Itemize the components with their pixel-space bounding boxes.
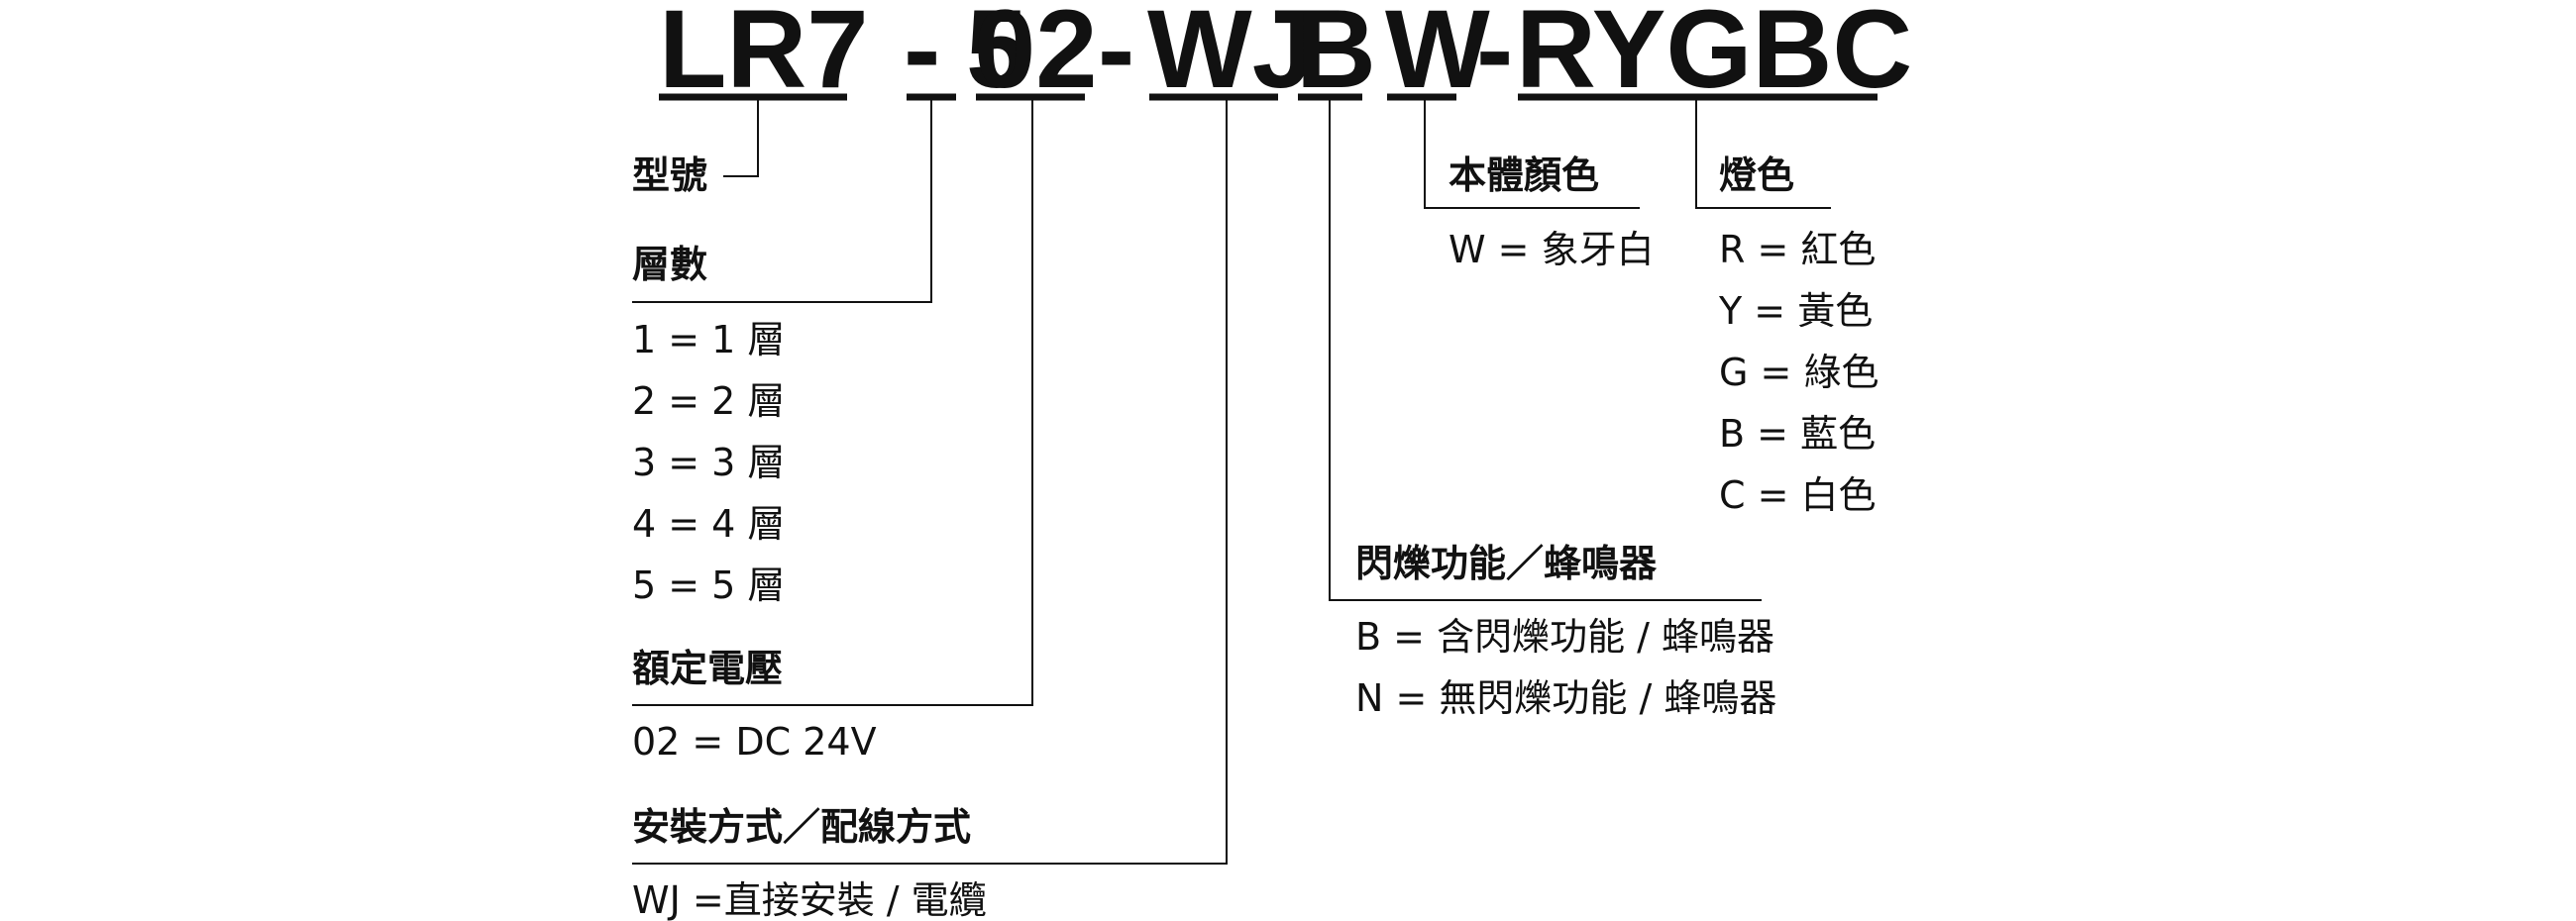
tiers-option: 3 = 3 層 xyxy=(632,441,785,484)
tiers-title: 層數 xyxy=(632,243,707,286)
voltage-option: 02 = DC 24V xyxy=(632,720,877,764)
flash-option: N = 無閃爍功能 / 蜂鳴器 xyxy=(1355,676,1776,720)
lamp-color-option: B = 藍色 xyxy=(1719,412,1876,456)
body-color-title: 本體顏色 xyxy=(1449,154,1599,197)
body-color-option: W = 象牙白 xyxy=(1449,228,1655,271)
tiers-option: 2 = 2 層 xyxy=(632,379,785,423)
flash-option: B = 含閃爍功能 / 蜂鳴器 xyxy=(1355,615,1774,659)
code-separator: - xyxy=(1476,0,1513,111)
voltage-title: 額定電壓 xyxy=(632,647,783,690)
code-separator: - xyxy=(904,0,940,111)
connector-model xyxy=(723,97,759,177)
lamp-color-title: 燈色 xyxy=(1719,154,1794,197)
lamp-color-option: G = 綠色 xyxy=(1719,351,1878,394)
connector-lamp-color xyxy=(1695,97,1831,209)
connector-voltage xyxy=(632,97,1033,706)
code-part-voltage: 02 xyxy=(974,0,1098,111)
lamp-color-option: C = 白色 xyxy=(1719,473,1877,517)
lamp-color-option: Y = 黃色 xyxy=(1718,289,1873,333)
code-part-series: LR7 xyxy=(659,0,869,111)
code-separator: - xyxy=(1098,0,1134,111)
connector-tiers xyxy=(632,97,932,303)
connector-body-color xyxy=(1424,97,1640,209)
tiers-option: 1 = 1 層 xyxy=(632,318,785,361)
code-part-body-color: W xyxy=(1385,0,1490,111)
flash-title: 閃爍功能／蜂鳴器 xyxy=(1355,542,1658,585)
code-part-lamp-color: RYGBC xyxy=(1516,0,1912,111)
tiers-option: 5 = 5 層 xyxy=(632,563,785,607)
mounting-title: 安裝方式／配線方式 xyxy=(632,805,971,849)
model-label: 型號 xyxy=(632,154,707,197)
connector-mounting xyxy=(632,97,1228,865)
code-part-tiers: 5 xyxy=(966,0,1027,111)
code-part-mounting: WJ xyxy=(1147,0,1314,111)
mounting-option: WJ =直接安裝 / 電纜 xyxy=(632,878,987,921)
code-part-flash: B xyxy=(1296,0,1376,111)
tiers-option: 4 = 4 層 xyxy=(632,502,785,546)
lamp-color-option: R = 紅色 xyxy=(1719,228,1876,271)
connector-flash xyxy=(1329,97,1762,601)
